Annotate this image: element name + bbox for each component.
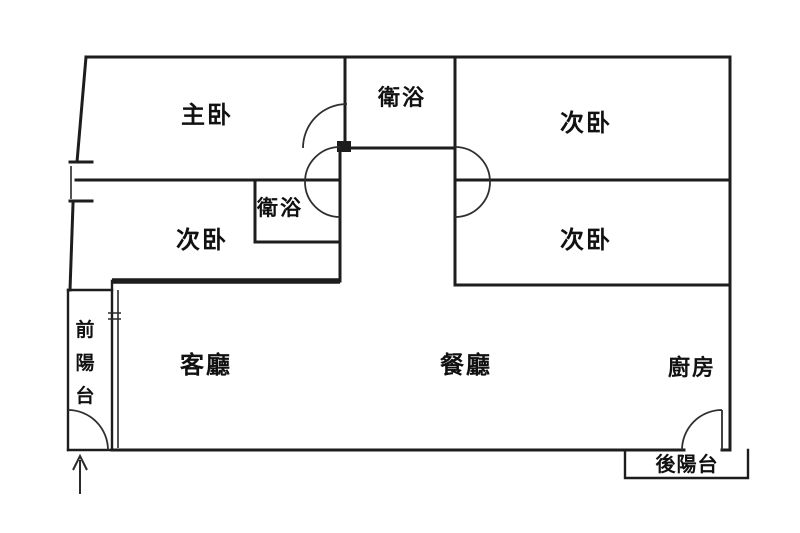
room-label-master-bedroom: 主卧 xyxy=(181,101,233,129)
door-arc-corridor-left xyxy=(304,146,341,218)
room-label-bathroom-top: 衛浴 xyxy=(377,85,426,111)
room-label-dining-room: 餐廳 xyxy=(440,351,492,379)
door-arc-front-balcony xyxy=(67,409,109,451)
room-label-front-balcony-char-3: 台 xyxy=(75,384,94,407)
room-label-bedroom-top-right: 次卧 xyxy=(560,109,612,137)
room-label-bedroom-mid-right: 次卧 xyxy=(560,226,612,254)
door-arc-kitchen-rear-balcony xyxy=(681,409,723,451)
room-label-bathroom-mid: 衛浴 xyxy=(256,196,303,220)
wall-left-upper-slant xyxy=(75,55,88,164)
room-label-bedroom-mid-left: 次卧 xyxy=(176,226,228,254)
room-label-front-balcony-char-2: 陽 xyxy=(75,352,94,374)
entrance-arrow-icon xyxy=(72,453,88,471)
wall-junction-corridor-top xyxy=(337,141,351,152)
door-arc-bathroom-top xyxy=(302,103,348,149)
wall-left-lower xyxy=(68,202,75,292)
door-arc-corridor-right xyxy=(454,146,491,218)
room-label-kitchen: 廚房 xyxy=(668,355,716,381)
room-label-rear-balcony: 後陽台 xyxy=(656,452,719,476)
window-tick-marks xyxy=(108,312,121,320)
room-label-front-balcony-char-1: 前 xyxy=(75,318,94,341)
rear-balcony-outline xyxy=(623,448,750,480)
wall-bathroom-mid xyxy=(253,178,342,244)
room-label-living-room: 客廳 xyxy=(180,351,232,379)
